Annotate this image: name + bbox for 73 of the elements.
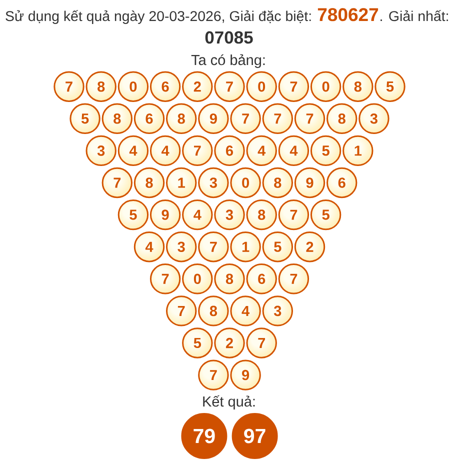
heading-text: . Giải nhất: bbox=[380, 10, 448, 22]
number-ball: 9 bbox=[230, 360, 261, 390]
number-ball: 7 bbox=[294, 103, 326, 134]
number-ball: 7 bbox=[262, 103, 293, 134]
number-ball: 8 bbox=[214, 264, 245, 294]
number-ball: 4 bbox=[278, 135, 310, 166]
number-ball: 2 bbox=[294, 232, 326, 262]
number-ball: 8 bbox=[86, 71, 116, 102]
number-ball: 7 bbox=[198, 232, 229, 262]
number-ball: 7 bbox=[54, 71, 84, 102]
number-ball: 7 bbox=[182, 135, 213, 166]
number-ball: 1 bbox=[230, 232, 261, 262]
caption-text: Kết quả: bbox=[203, 395, 255, 410]
number-ball: 8 bbox=[198, 296, 229, 326]
number-ball: 7 bbox=[230, 103, 261, 134]
number-ball: 8 bbox=[102, 103, 132, 134]
number-ball: 8 bbox=[134, 167, 165, 198]
number-ball: 7 bbox=[166, 296, 197, 326]
number-ball: 7 bbox=[278, 199, 310, 230]
result-ball: 97 bbox=[232, 413, 278, 459]
number-ball: 9 bbox=[150, 199, 181, 230]
number-ball: 7 bbox=[214, 71, 245, 102]
number-ball: 5 bbox=[310, 135, 342, 166]
number-ball: 8 bbox=[342, 71, 374, 102]
number-ball: 2 bbox=[214, 328, 245, 358]
number-ball: 3 bbox=[358, 103, 390, 134]
number-ball: 8 bbox=[246, 199, 277, 230]
number-ball: 5 bbox=[262, 232, 293, 262]
number-ball: 6 bbox=[150, 71, 181, 102]
number-ball: 0 bbox=[230, 167, 261, 198]
caption-text: Ta có bảng: bbox=[191, 54, 265, 68]
number-ball: 3 bbox=[198, 167, 229, 198]
number-ball: 7 bbox=[278, 264, 310, 294]
number-ball: 4 bbox=[246, 135, 277, 166]
number-ball: 6 bbox=[214, 135, 245, 166]
heading-text: Sử dụng kết quả ngày 20-03-2026, Giải đặc biệt: bbox=[6, 10, 311, 24]
number-ball: 8 bbox=[326, 103, 358, 134]
number-ball: 4 bbox=[230, 296, 261, 326]
number-ball: 3 bbox=[214, 199, 245, 230]
number-ball: 4 bbox=[150, 135, 181, 166]
number-ball: 7 bbox=[150, 264, 181, 294]
number-ball: 0 bbox=[310, 71, 342, 102]
number-ball: 2 bbox=[182, 71, 213, 102]
number-ball: 8 bbox=[166, 103, 197, 134]
number-ball: 7 bbox=[278, 71, 310, 102]
number-ball: 7 bbox=[246, 328, 277, 358]
number-ball: 5 bbox=[310, 199, 342, 230]
number-ball: 9 bbox=[294, 167, 326, 198]
prize-number: 07085 bbox=[205, 31, 253, 44]
number-ball: 4 bbox=[118, 135, 149, 166]
number-ball: 9 bbox=[198, 103, 229, 134]
number-ball: 4 bbox=[134, 232, 165, 262]
number-ball: 0 bbox=[118, 71, 149, 102]
number-ball: 0 bbox=[246, 71, 277, 102]
number-ball: 3 bbox=[262, 296, 293, 326]
number-ball: 3 bbox=[166, 232, 197, 262]
highlighted-number: 780627 bbox=[318, 8, 378, 22]
result-ball: 79 bbox=[181, 413, 228, 459]
number-ball: 6 bbox=[326, 167, 358, 198]
number-ball: 5 bbox=[70, 103, 100, 134]
number-ball: 4 bbox=[182, 199, 213, 230]
number-ball: 0 bbox=[182, 264, 213, 294]
number-ball: 1 bbox=[342, 135, 374, 166]
number-ball: 7 bbox=[102, 167, 132, 198]
number-ball: 5 bbox=[182, 328, 213, 358]
number-ball: 8 bbox=[262, 167, 293, 198]
number-ball: 3 bbox=[86, 135, 116, 166]
number-ball: 5 bbox=[118, 199, 149, 230]
number-ball: 6 bbox=[134, 103, 165, 134]
number-ball: 1 bbox=[166, 167, 197, 198]
number-ball: 5 bbox=[374, 71, 406, 102]
number-ball: 7 bbox=[198, 360, 229, 390]
number-ball: 6 bbox=[246, 264, 277, 294]
